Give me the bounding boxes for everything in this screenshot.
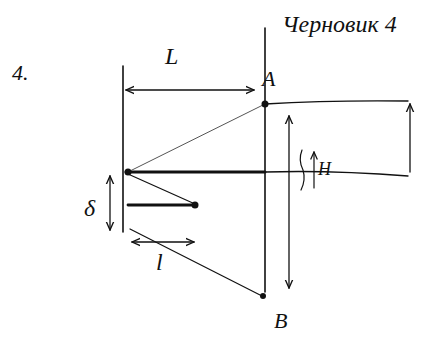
squiggle (300, 150, 304, 190)
dimension-arrow (109, 176, 110, 230)
left-screen (122, 66, 124, 232)
sketch-label: B (274, 310, 287, 332)
dimension-arrow (126, 89, 254, 90)
dimension-arrow (132, 241, 194, 242)
sketch-label: 4. (12, 62, 29, 84)
small-arrow (313, 152, 314, 188)
point-dot (260, 293, 266, 299)
dimension-arrow (409, 104, 410, 172)
point-dot (262, 101, 269, 108)
sketch-label: H (318, 160, 331, 178)
source-dot (192, 202, 199, 209)
axis-line (126, 171, 265, 174)
sheet-title: Черновик 4 (282, 12, 397, 36)
ray-line (128, 104, 265, 172)
axis-extension (265, 172, 408, 177)
sketch-label: L (165, 44, 178, 68)
sketch-label: A (262, 68, 275, 90)
dimension-arrow (288, 116, 289, 288)
source-arrow (128, 204, 195, 207)
ray-line (130, 229, 262, 296)
sketch-label: δ (84, 196, 95, 220)
level-line (265, 101, 408, 104)
sketch-label: l (156, 250, 163, 274)
source-dot (125, 169, 132, 176)
ray-line (128, 174, 195, 204)
